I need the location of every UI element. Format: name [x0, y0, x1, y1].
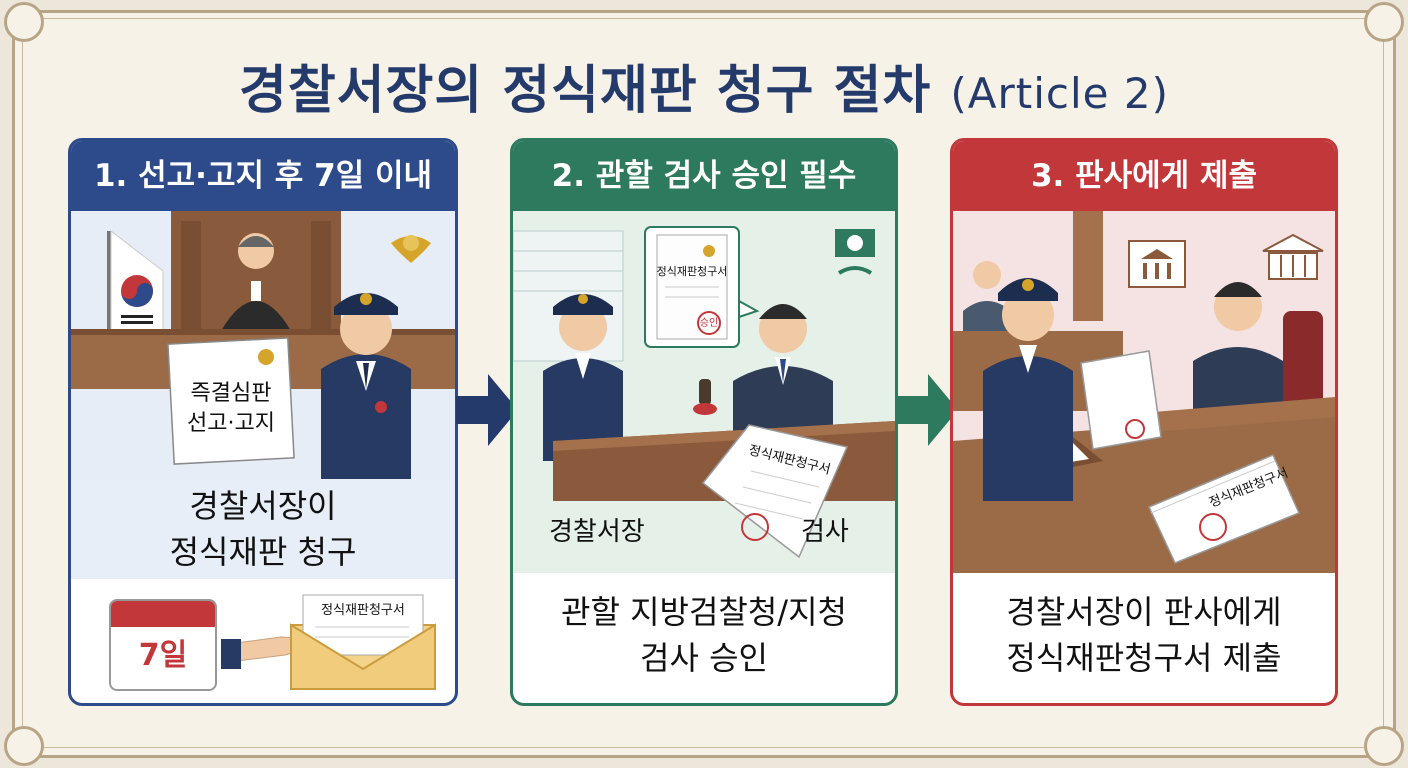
police-officer-figure	[321, 293, 411, 479]
step-1-panel: 1. 선고·고지 후 7일 이내	[68, 138, 458, 706]
page-title: 경찰서장의 정식재판 청구 절차 (Article 2)	[0, 48, 1408, 123]
step-2-panel: 2. 관할 검사 승인 필수	[510, 138, 898, 706]
step-3-court-scene: 정식재판청구서	[953, 211, 1335, 573]
title-sub: (Article 2)	[950, 69, 1169, 118]
caption-line-2: 정식재판청구서 제출	[1006, 639, 1282, 677]
prosecution-emblem-icon	[835, 229, 875, 275]
caption-line-2: 정식재판 청구	[169, 533, 357, 571]
arrow-right-icon	[896, 374, 958, 446]
step-3-panel: 3. 판사에게 제출	[950, 138, 1338, 706]
step-2-prosecutor-scene: 정식재판청구서 승인 정식재판청구서 경찰서장 검사	[513, 211, 895, 573]
sign-line-2: 선고·고지	[187, 411, 275, 436]
hand-icon	[221, 636, 306, 669]
corner-ornament	[4, 2, 44, 42]
inner-frame	[22, 18, 1384, 748]
step-3-header: 3. 판사에게 제출	[953, 141, 1335, 211]
arrow-right-icon	[456, 374, 518, 446]
sign-line-1: 즉결심판	[190, 381, 272, 406]
calendar-icon: 7일	[109, 599, 217, 691]
officer-label: 경찰서장	[549, 517, 645, 547]
caption-line-1: 경찰서장이	[189, 487, 337, 525]
step-1-courtroom-scene: 즉결심판 선고·고지	[71, 211, 455, 479]
envelope-label: 정식재판청구서	[321, 603, 405, 618]
corner-ornament	[1364, 726, 1404, 766]
step-3-caption: 경찰서장이 판사에게 정식재판청구서 제출	[953, 589, 1335, 681]
prosecutor-label: 검사	[801, 517, 849, 547]
police-emblem-icon	[391, 235, 431, 263]
corner-ornament	[4, 726, 44, 766]
judge-figure	[221, 233, 291, 331]
calendar-label: 7일	[138, 638, 188, 673]
step-2-header: 2. 관할 검사 승인 필수	[513, 141, 895, 211]
step-2-caption: 관할 지방검찰청/지청 검사 승인	[513, 589, 895, 681]
verdict-sign: 즉결심판 선고·고지	[173, 379, 289, 439]
title-main: 경찰서장의 정식재판 청구 절차	[239, 61, 932, 121]
police-officer-figure	[543, 294, 623, 461]
step-1-header: 1. 선고·고지 후 7일 이내	[71, 141, 455, 211]
caption-line-1: 경찰서장이 판사에게	[1006, 593, 1282, 631]
courthouse-icon	[1128, 240, 1186, 288]
caption-line-1: 관할 지방검찰청/지청	[561, 593, 847, 631]
bubble-doc-label: 정식재판청구서	[656, 265, 728, 278]
corner-ornament	[1364, 2, 1404, 42]
bubble-stamp-label: 승인	[699, 318, 719, 329]
courthouse-icon	[1262, 233, 1324, 280]
caption-line-2: 검사 승인	[640, 639, 768, 677]
step-1-caption: 경찰서장이 정식재판 청구	[71, 479, 455, 579]
police-officer-figure	[983, 278, 1073, 501]
envelope-icon: 정식재판청구서	[289, 591, 437, 691]
